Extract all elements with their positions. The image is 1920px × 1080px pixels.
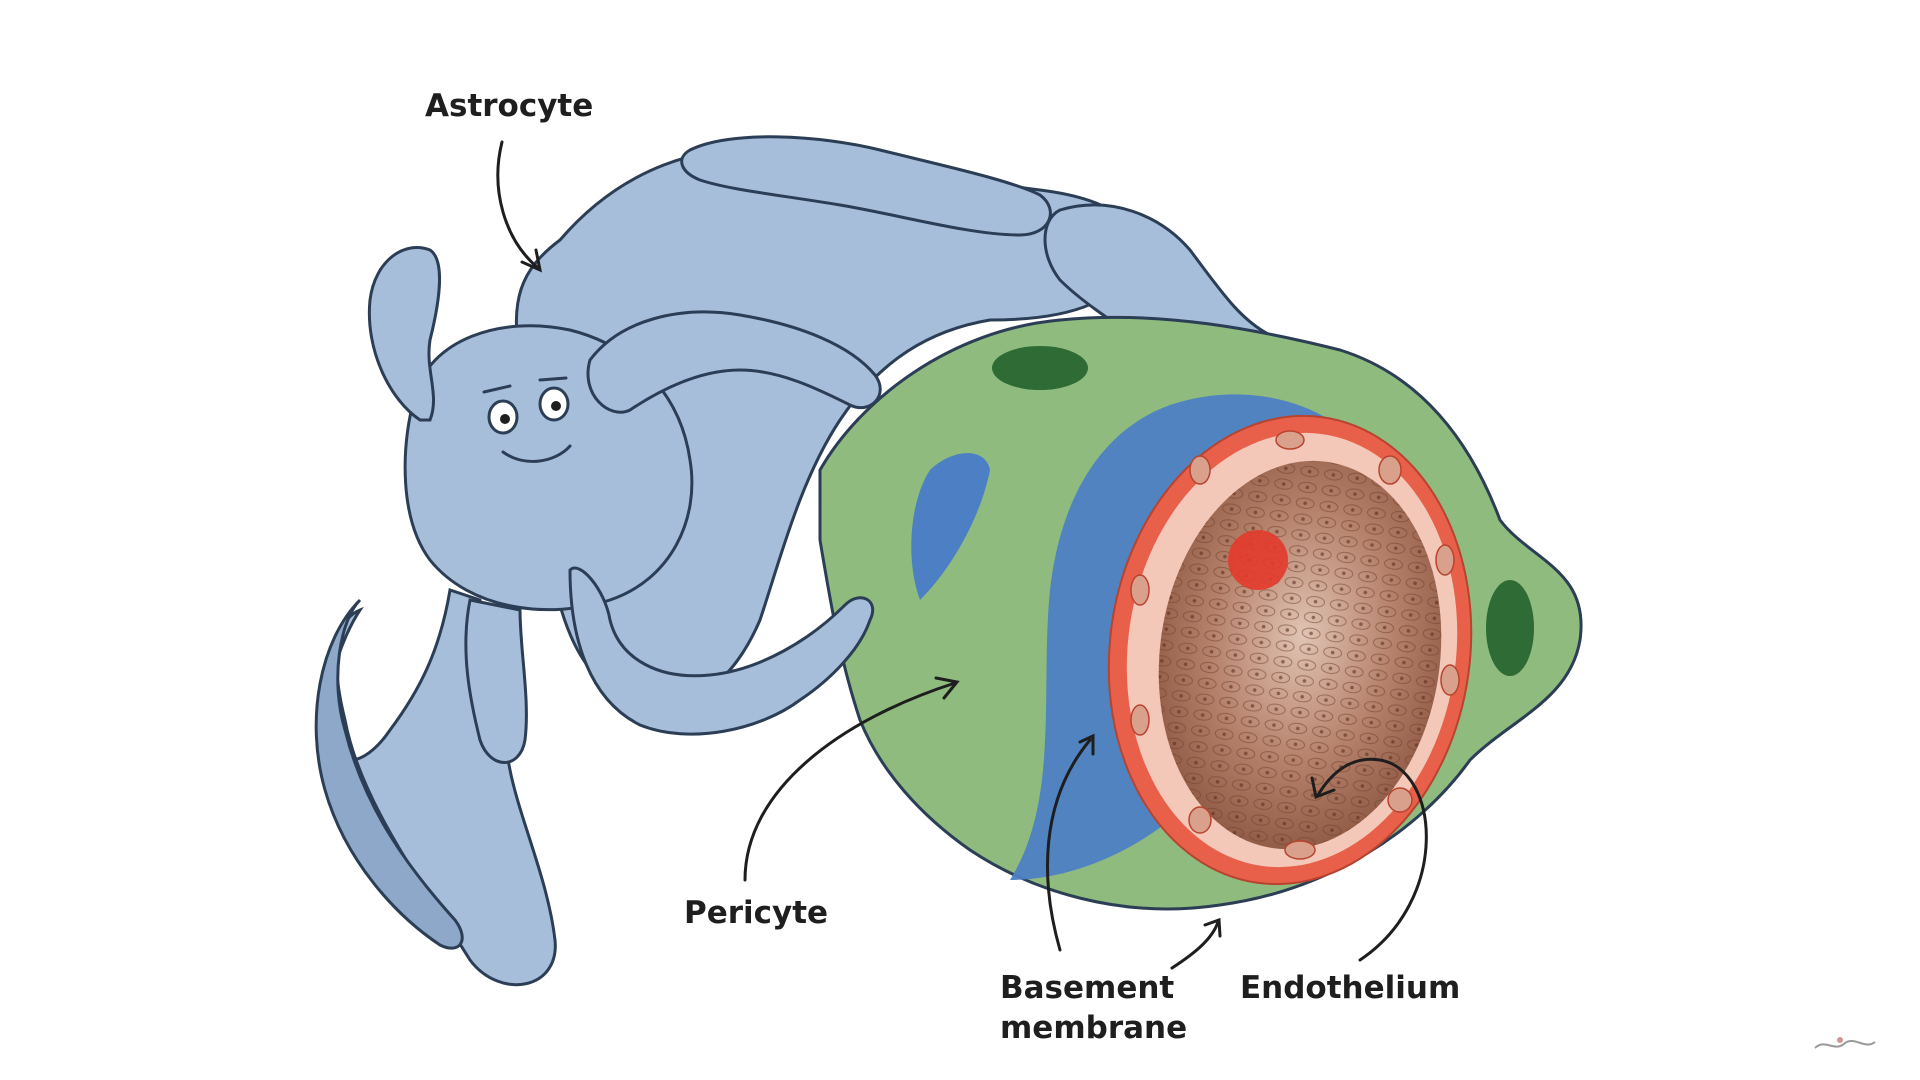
label-arrows [496,140,1428,970]
astrocyte-arrow [496,140,540,270]
pericyte-arrow [743,681,957,882]
astrocyte-process-arm-upper [586,310,882,414]
endothelium-arrow [1316,757,1428,962]
astrocyte-process-lower-left-tail [314,598,464,950]
artist-signature-mark [1814,1037,1876,1049]
basement-arrow-bottom-head [1203,917,1222,938]
basement-membrane-band-left [911,453,990,600]
basement-membrane-label-line2: membrane [1000,1010,1188,1046]
astrocyte-process-lower-left [325,588,557,987]
astrocyte-process-upper-left [367,245,441,422]
endothelium-label: Endothelium [1240,970,1461,1006]
basement-arrow [1046,738,1092,952]
astrocyte-endfoot-top [680,135,1052,237]
pericyte-arrowhead [934,676,960,700]
basement-arrow-bottom [1170,920,1220,970]
endothelium-arrowhead [1310,776,1336,800]
basement-membrane-label: Basement membrane [1000,968,1187,1048]
basement-membrane-band [1010,394,1330,880]
basement-arrowhead [1078,733,1095,756]
basement-membrane-label-line1: Basement [1000,970,1175,1006]
astrocyte-face [482,376,572,463]
pericyte-nucleus-top [992,346,1088,390]
pericyte-nucleus-right [1486,580,1534,676]
astrocyte-label: Astrocyte [425,88,594,124]
red-blood-cell [1228,530,1288,590]
astrocyte-process-arm-lower [568,566,875,736]
pericyte-label: Pericyte [684,895,829,931]
endothelial-nuclei [1130,430,1460,860]
astrocyte-arrowhead [520,248,543,273]
astrocyte-process-trunk [464,598,528,764]
